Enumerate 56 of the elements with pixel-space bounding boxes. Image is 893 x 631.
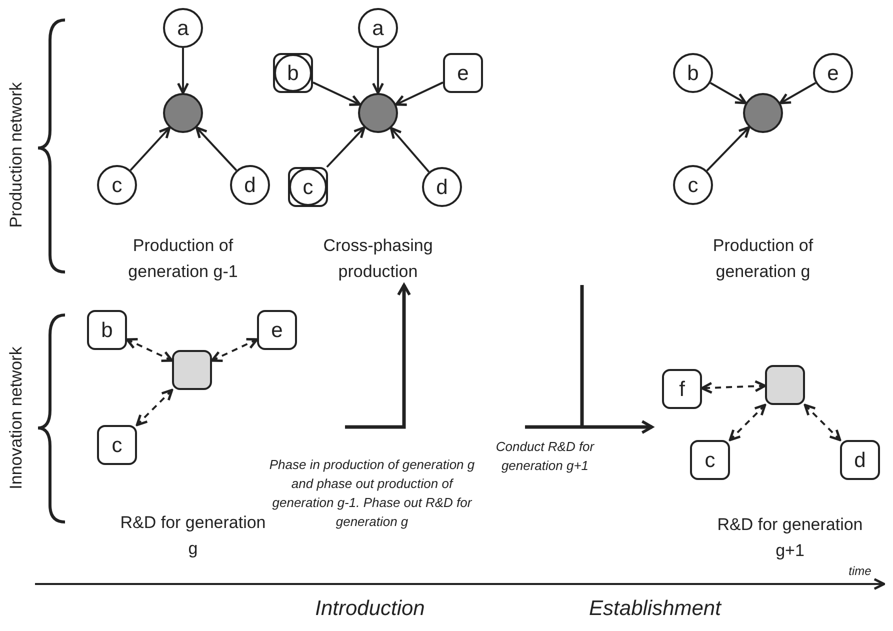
arrow <box>706 126 750 172</box>
arrow <box>130 126 171 171</box>
arrow <box>779 82 816 104</box>
arrow <box>394 82 444 106</box>
arrow <box>372 48 384 94</box>
dashed-arrow <box>804 404 842 442</box>
dashed-arrow <box>136 388 174 426</box>
arrow <box>710 82 747 104</box>
dashed-arrow <box>210 338 258 362</box>
square-node <box>662 369 702 409</box>
section-label: Production network <box>5 82 26 228</box>
node-letter: e <box>827 62 839 84</box>
axis-label: Introduction <box>314 596 426 622</box>
section-label: Innovation network <box>5 346 26 490</box>
square-node <box>257 310 297 350</box>
square-node <box>690 440 730 480</box>
caption: Production of generation g <box>712 235 814 282</box>
square-node <box>87 310 127 350</box>
node-letter: a <box>372 18 384 38</box>
node-letter: f <box>679 378 685 400</box>
square-node <box>840 440 880 480</box>
caption: R&D for generation g+1 <box>716 514 864 562</box>
node-letter: e <box>457 62 469 84</box>
dashed-arrow <box>126 338 174 362</box>
node-letter: c <box>112 434 122 456</box>
hub-square <box>172 350 212 390</box>
node-letter: a <box>177 18 189 38</box>
node-letter: c <box>302 176 314 198</box>
arrow <box>177 48 189 94</box>
node-letter: c <box>112 174 122 196</box>
node-letter: c <box>688 174 698 196</box>
node-letter: b <box>687 62 699 84</box>
arrow <box>390 126 430 173</box>
node-letter: d <box>854 450 866 470</box>
node-letter: b <box>101 320 113 340</box>
phase-note: Conduct R&D for generation g+1 <box>494 438 596 475</box>
hub-square <box>765 365 805 405</box>
node-letter: b <box>287 62 299 84</box>
axis-label: time <box>848 563 872 580</box>
circle-in-square-node <box>288 167 328 207</box>
node-letter: c <box>704 450 716 470</box>
phase-note: Phase in production of generation g and phase out production of generation g-1. Phase out R&D for generation g <box>268 456 476 531</box>
node-letter: d <box>436 176 448 198</box>
arrow <box>195 126 238 172</box>
caption: Cross-phasing production <box>322 235 434 282</box>
dashed-arrow <box>700 380 766 394</box>
axis-label: Establishment <box>588 596 723 622</box>
square-node <box>97 425 137 465</box>
node-letter: d <box>244 174 256 196</box>
caption: Production of generation g-1 <box>127 235 239 282</box>
arrow <box>326 126 366 168</box>
node-letter: e <box>271 320 283 340</box>
caption: R&D for generation g <box>119 512 267 560</box>
square-node <box>443 53 483 93</box>
circle-in-square-node <box>273 53 313 93</box>
dashed-arrow <box>728 404 766 442</box>
